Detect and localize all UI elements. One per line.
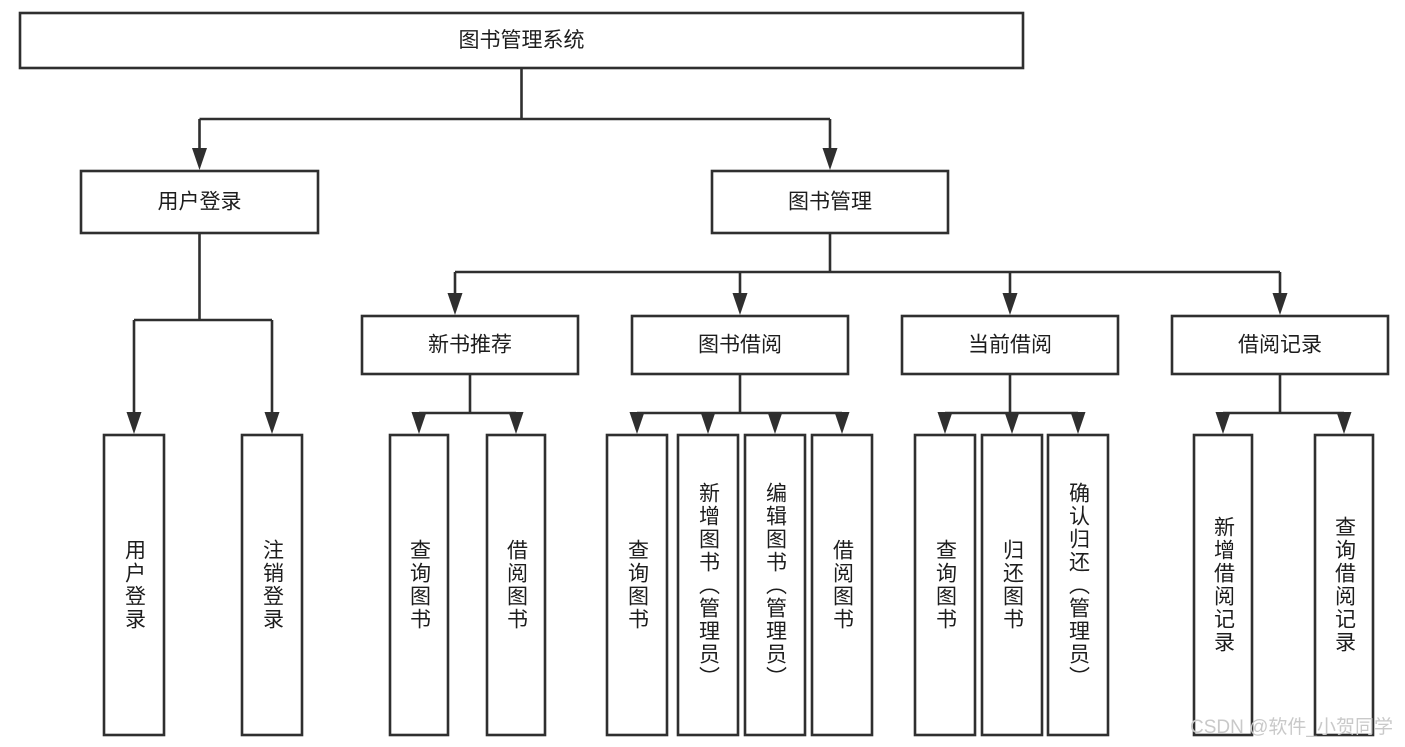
node-box-root[interactable] xyxy=(18,11,1025,70)
arrow-to-leaf-4-icon xyxy=(629,412,645,434)
node-label-l1_0: 用户登录 xyxy=(158,191,242,214)
node-label-root: 图书管理系统 xyxy=(459,29,585,52)
node-box-leaf_12[interactable] xyxy=(1313,433,1375,737)
node-label-leaf_5: 新增图书（管理员） xyxy=(696,481,720,689)
arrow-to-leaf-3-icon xyxy=(508,412,524,434)
node-label-leaf_9: 归还图书 xyxy=(1000,539,1024,631)
watermark-text: CSDN @软件_小贺同学 xyxy=(1190,717,1393,738)
arrow-to-借阅记录-icon xyxy=(1272,293,1288,315)
node-label-l2_2: 当前借阅 xyxy=(968,334,1052,357)
node-label-leaf_0: 用户登录 xyxy=(122,539,146,631)
node-label-leaf_6: 编辑图书（管理员） xyxy=(763,481,787,689)
node-label-leaf_10: 确认归还（管理员） xyxy=(1066,481,1090,689)
node-box-leaf_1[interactable] xyxy=(240,433,304,737)
arrow-to-leaf-9-icon xyxy=(1004,412,1020,434)
node-boxes-layer xyxy=(18,11,1390,737)
arrow-to-当前借阅-icon xyxy=(1002,293,1018,315)
arrow-to-用户登录-icon xyxy=(192,148,207,170)
node-box-l2_2[interactable] xyxy=(900,314,1120,376)
node-box-l2_0[interactable] xyxy=(360,314,580,376)
node-box-leaf_11[interactable] xyxy=(1192,433,1254,737)
node-box-leaf_7[interactable] xyxy=(810,433,874,737)
node-box-leaf_5[interactable] xyxy=(676,433,740,737)
arrowheads-layer xyxy=(126,148,1352,434)
node-label-leaf_11: 新增借阅记录 xyxy=(1211,516,1235,654)
node-label-leaf_1: 注销登录 xyxy=(260,539,284,631)
arrow-to-图书管理-icon xyxy=(822,148,838,170)
node-label-leaf_8: 查询图书 xyxy=(933,539,957,631)
arrow-to-leaf-1-icon xyxy=(264,412,280,434)
node-box-l1_0[interactable] xyxy=(79,169,320,235)
arrow-to-leaf-8-icon xyxy=(937,412,953,434)
node-box-l2_1[interactable] xyxy=(630,314,850,376)
arrow-to-新书推荐-icon xyxy=(447,293,463,315)
node-label-l2_3: 借阅记录 xyxy=(1238,334,1322,357)
node-label-leaf_4: 查询图书 xyxy=(625,539,649,631)
node-box-leaf_0[interactable] xyxy=(102,433,166,737)
node-box-leaf_8[interactable] xyxy=(913,433,977,737)
arrow-to-leaf-7-icon xyxy=(834,412,850,434)
node-box-leaf_3[interactable] xyxy=(485,433,547,737)
arrow-to-leaf-5-icon xyxy=(700,412,716,434)
node-box-leaf_9[interactable] xyxy=(980,433,1044,737)
node-label-l2_1: 图书借阅 xyxy=(698,334,782,357)
node-label-l1_1: 图书管理 xyxy=(788,191,872,214)
node-label-leaf_3: 借阅图书 xyxy=(504,539,528,631)
node-label-leaf_12: 查询借阅记录 xyxy=(1332,516,1356,654)
node-label-leaf_7: 借阅图书 xyxy=(830,539,854,631)
node-label-leaf_2: 查询图书 xyxy=(407,539,431,631)
arrow-to-leaf-10-icon xyxy=(1070,412,1086,434)
node-box-leaf_6[interactable] xyxy=(743,433,807,737)
arrow-to-leaf-2-icon xyxy=(411,412,427,434)
node-box-l2_3[interactable] xyxy=(1170,314,1390,376)
arrow-to-leaf-12-icon xyxy=(1336,412,1352,434)
arrow-to-leaf-11-icon xyxy=(1215,412,1231,434)
arrow-to-leaf-0-icon xyxy=(126,412,142,434)
node-box-leaf_2[interactable] xyxy=(388,433,450,737)
arrow-to-图书借阅-icon xyxy=(732,293,748,315)
node-box-leaf_10[interactable] xyxy=(1046,433,1110,737)
arrow-to-leaf-6-icon xyxy=(767,412,783,434)
node-label-l2_0: 新书推荐 xyxy=(428,334,512,357)
node-box-l1_1[interactable] xyxy=(710,169,950,235)
node-box-leaf_4[interactable] xyxy=(605,433,669,737)
